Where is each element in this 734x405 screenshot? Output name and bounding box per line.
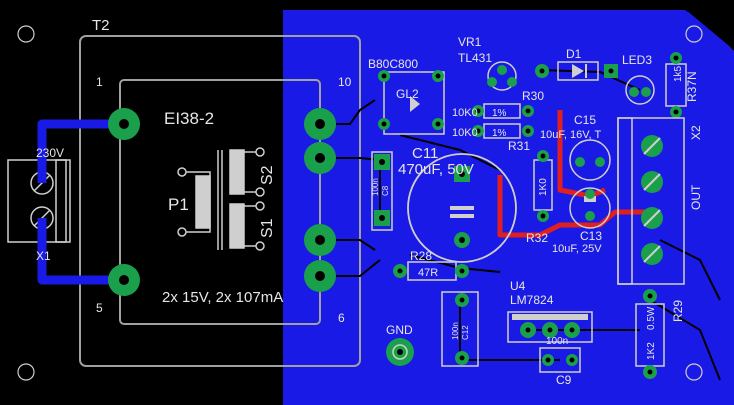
c15-capacitor bbox=[569, 139, 611, 181]
label-r31: R31 bbox=[508, 139, 530, 153]
label-1k2: 1K2 bbox=[646, 342, 657, 360]
label-r37n: R37N bbox=[685, 71, 699, 102]
label-pin1: 1 bbox=[96, 75, 103, 89]
copper-pour-right-edge bbox=[685, 9, 734, 51]
label-c8: C8 bbox=[381, 185, 390, 196]
transformer-core-outline bbox=[119, 79, 321, 325]
bottom-traces-left bbox=[37, 119, 124, 285]
label-d1: D1 bbox=[566, 47, 582, 61]
label-1k0: 1K0 bbox=[538, 178, 549, 196]
label-c13-value: 10uF, 25V bbox=[552, 243, 602, 255]
label-vr1: VR1 bbox=[458, 35, 482, 49]
label-r28-value: 47R bbox=[418, 267, 438, 279]
transformer-pads bbox=[108, 108, 336, 296]
label-1pct-b: 1% bbox=[492, 128, 507, 139]
label-230v: 230V bbox=[36, 146, 64, 160]
label-c8-value: 100n bbox=[371, 178, 380, 196]
label-lm7824: LM7824 bbox=[510, 293, 554, 307]
label-gl2: GL2 bbox=[396, 87, 419, 101]
mounting-holes bbox=[17, 25, 703, 381]
c13-capacitor bbox=[569, 187, 611, 229]
label-s2: S2 bbox=[259, 165, 276, 185]
label-c9: C9 bbox=[556, 373, 572, 387]
label-x2: X2 bbox=[689, 125, 703, 140]
label-led3: LED3 bbox=[622, 53, 652, 67]
gnd-pad bbox=[386, 338, 414, 366]
label-out: OUT bbox=[689, 184, 703, 210]
label-10k0-a: 10K0 bbox=[452, 107, 478, 119]
label-c12: C12 bbox=[461, 325, 470, 340]
label-1k5: 1k5 bbox=[673, 65, 684, 82]
label-p1: P1 bbox=[168, 195, 189, 214]
pad-1 bbox=[108, 108, 140, 140]
copper-pour bbox=[283, 10, 734, 405]
label-b80c800: B80C800 bbox=[368, 57, 418, 71]
label-pin6: 6 bbox=[338, 311, 345, 325]
label-ei38: EI38-2 bbox=[164, 109, 214, 128]
pad-9 bbox=[304, 142, 336, 174]
label-pin5: 5 bbox=[96, 301, 103, 315]
transformer-outline bbox=[79, 35, 361, 367]
label-1pct-a: 1% bbox=[492, 108, 507, 119]
pad-10 bbox=[304, 108, 336, 140]
label-x1: X1 bbox=[36, 249, 51, 263]
label-c9-value: 100n bbox=[546, 336, 568, 347]
label-c12-value: 100n bbox=[451, 322, 460, 340]
r28-resistor bbox=[393, 261, 469, 281]
pad-5 bbox=[108, 264, 140, 296]
label-r32: R32 bbox=[526, 231, 548, 245]
label-c15: C15 bbox=[574, 113, 596, 127]
gl2-bridge-rectifier bbox=[378, 70, 445, 135]
c9-capacitor bbox=[539, 347, 581, 373]
x2-terminal-block bbox=[617, 117, 685, 285]
r30-r31-resistors bbox=[472, 103, 534, 139]
r29-resistor bbox=[635, 289, 665, 379]
label-c11-value: 470uF, 50V bbox=[398, 161, 474, 178]
label-t2: T2 bbox=[92, 17, 110, 34]
label-pin10: 10 bbox=[338, 75, 352, 89]
vr1-regulator bbox=[487, 61, 517, 91]
label-s1: S1 bbox=[259, 218, 276, 238]
label-u4: U4 bbox=[510, 279, 526, 293]
label-tl431: TL431 bbox=[458, 51, 492, 65]
pad-6 bbox=[304, 260, 336, 292]
c11-capacitor bbox=[407, 153, 517, 263]
label-gnd: GND bbox=[386, 323, 413, 337]
label-10k0-b: 10K0 bbox=[452, 127, 478, 139]
c8-capacitor bbox=[371, 151, 393, 231]
c12-capacitor bbox=[441, 291, 479, 367]
led3 bbox=[625, 75, 655, 105]
label-c15-value: 10uF, 16V, T bbox=[540, 129, 601, 141]
label-transformer-rating: 2x 15V, 2x 107mA bbox=[162, 289, 283, 306]
label-r29: R29 bbox=[671, 300, 685, 322]
pad-7 bbox=[304, 224, 336, 256]
label-c13: C13 bbox=[580, 229, 602, 243]
label-r30: R30 bbox=[522, 89, 544, 103]
label-r29-value: 0.5W bbox=[646, 306, 657, 330]
u4-regulator bbox=[507, 311, 593, 343]
d1-diode bbox=[535, 61, 618, 81]
transformer-symbol bbox=[177, 147, 265, 251]
label-r28: R28 bbox=[410, 249, 432, 263]
label-c11: C11 bbox=[412, 145, 438, 162]
r37n-resistor bbox=[665, 52, 687, 118]
r32-area-resistor bbox=[533, 150, 553, 222]
